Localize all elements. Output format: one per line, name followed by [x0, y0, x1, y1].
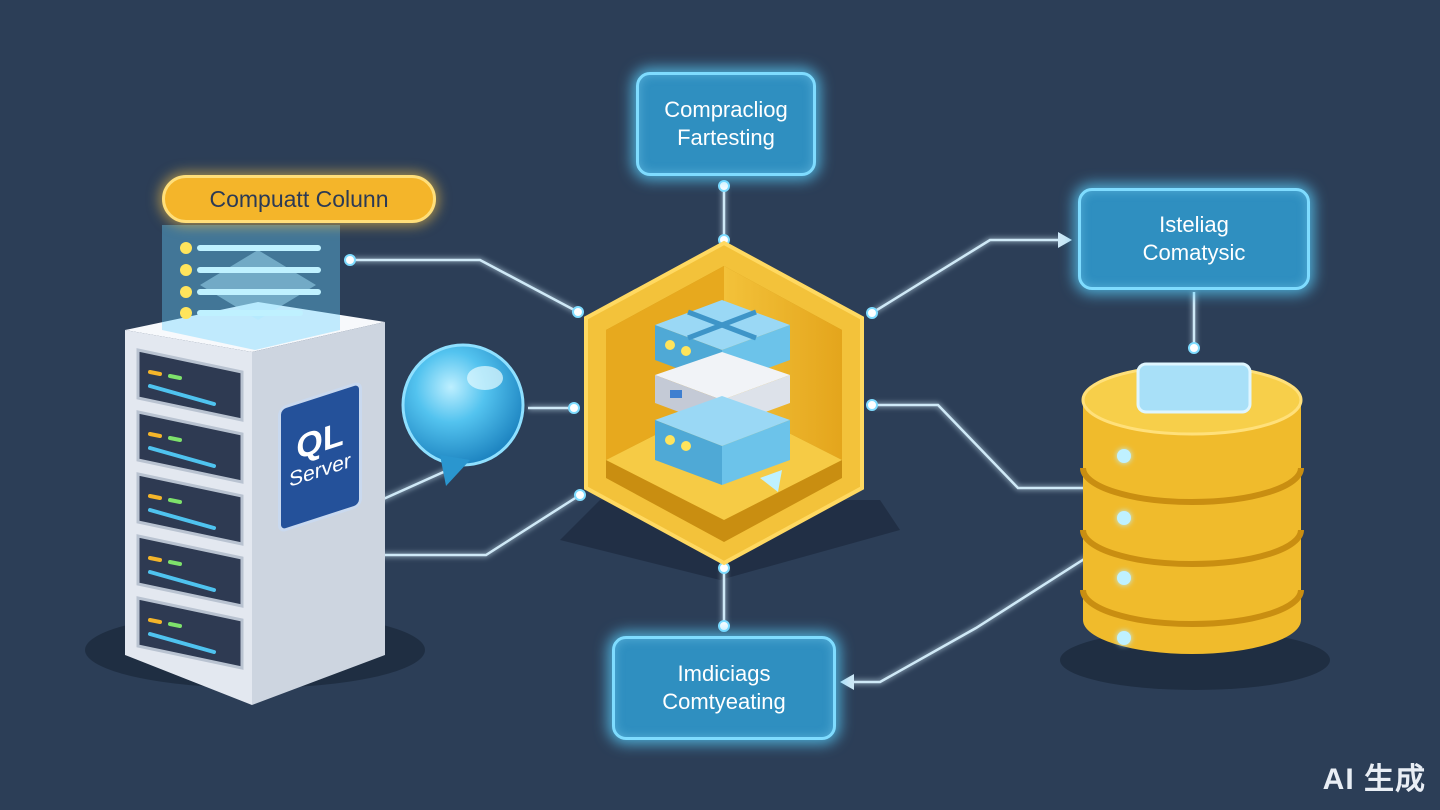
database-lights: [1117, 449, 1131, 645]
right-node-line1: Isteliag: [1159, 212, 1229, 237]
connector-lines: [324, 186, 1196, 684]
server-drive-bays: [136, 348, 244, 670]
dot-pill: [344, 254, 356, 266]
compute-column-label: Compuatt Colunn: [162, 175, 436, 223]
speech-bubble-icon: [401, 343, 525, 486]
top-node-line1: Compracliog: [664, 97, 788, 122]
dot-right-box: [1188, 342, 1200, 354]
top-node-line2: Fartesting: [677, 125, 775, 150]
dot-hub-right: [866, 399, 878, 411]
hologram-panel: [162, 225, 340, 350]
hexagon-processor-icon: [584, 240, 864, 566]
bottom-node-line1: Imdiciags: [677, 661, 771, 686]
hub-stack-bottom: [655, 396, 790, 492]
connector-pill-to-hub: [350, 258, 579, 314]
bottom-node-line2: Comtyeating: [662, 689, 786, 714]
arrowhead-right-box: [1058, 232, 1072, 248]
ai-generated-watermark: AI 生成: [1322, 763, 1426, 796]
right-node-box: Isteliag Comatysic: [1078, 188, 1310, 290]
dot-hub-lower-left: [574, 489, 586, 501]
database-lid-chip: [1136, 362, 1252, 414]
right-node-line2: Comatysic: [1142, 240, 1246, 265]
connector-hub-to-right: [871, 238, 1062, 315]
dot-hub-right-upper: [866, 307, 878, 319]
arrowhead-bottom-box: [840, 674, 854, 690]
database-cylinder-icon: [1080, 362, 1304, 654]
connector-arrowheads: [840, 232, 1072, 690]
top-node-box: Compracliog Fartesting: [636, 72, 816, 176]
server-bay-lights: [148, 370, 216, 654]
dot-top-box: [718, 180, 730, 192]
dot-bottom-box: [718, 620, 730, 632]
bottom-node-box: Imdiciags Comtyeating: [612, 636, 836, 740]
connector-dots: [320, 180, 1200, 632]
dot-hub-upper-left: [572, 306, 584, 318]
connector-hub-to-db: [872, 403, 1142, 490]
connector-db-to-bottom: [846, 538, 1115, 684]
dot-hub-left: [568, 402, 580, 414]
